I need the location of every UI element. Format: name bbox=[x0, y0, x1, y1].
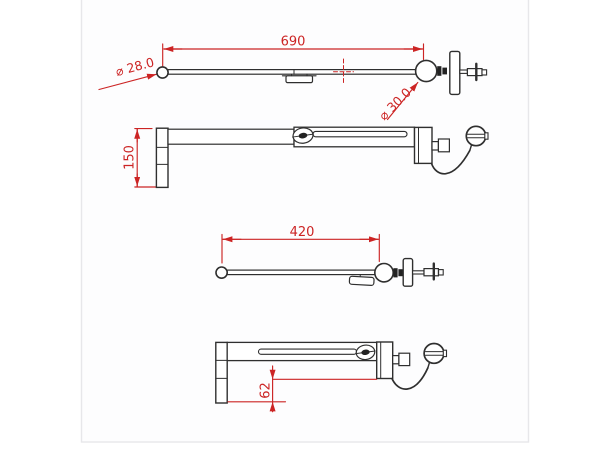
boom-rod bbox=[167, 68, 418, 75]
dimension-690 bbox=[162, 43, 425, 67]
pin-fitting bbox=[466, 62, 488, 82]
thread-stub bbox=[412, 270, 425, 275]
end-bracket bbox=[413, 126, 433, 165]
locking-knob bbox=[292, 127, 314, 144]
dimension-150 bbox=[134, 128, 157, 188]
leader-dia-30 bbox=[386, 81, 419, 121]
locking-knob bbox=[355, 344, 376, 361]
dimension-label-420: 420 bbox=[290, 225, 315, 240]
mic-clamp bbox=[281, 73, 317, 84]
adjustment-slot bbox=[312, 130, 408, 138]
inner-arm-tube bbox=[167, 128, 295, 145]
pull-ring bbox=[423, 342, 448, 369]
mic-clamp bbox=[348, 274, 375, 286]
pin-fitting bbox=[423, 262, 444, 281]
swivel-joint bbox=[373, 262, 394, 283]
dimension-label-690: 690 bbox=[281, 35, 306, 50]
boom-rod bbox=[226, 269, 377, 276]
dimension-420 bbox=[221, 233, 380, 264]
safety-cable bbox=[430, 149, 471, 175]
clamp-nut bbox=[398, 269, 403, 277]
adjustment-slot bbox=[257, 348, 358, 355]
side-thumbscrew bbox=[431, 138, 450, 153]
ball-end bbox=[156, 66, 169, 79]
leader-line bbox=[386, 81, 419, 121]
view-side-extended: 150 bbox=[123, 125, 489, 189]
view-top-short: 420 bbox=[215, 225, 444, 287]
view-side-short: 62 bbox=[215, 341, 448, 413]
mounting-plate bbox=[449, 50, 461, 96]
vertical-post bbox=[155, 127, 169, 189]
swivel-joint bbox=[414, 59, 438, 83]
leader-line bbox=[98, 73, 157, 91]
clamp-nut bbox=[442, 67, 447, 75]
safety-cable bbox=[391, 367, 429, 390]
centerline-marker bbox=[333, 58, 354, 86]
ball-end bbox=[215, 266, 228, 279]
clamp-nut bbox=[437, 66, 442, 76]
vertical-post bbox=[215, 341, 228, 404]
pull-ring bbox=[465, 125, 489, 152]
end-bracket bbox=[376, 341, 394, 380]
clamp-nut bbox=[393, 268, 398, 278]
dimension-62 bbox=[227, 365, 378, 413]
side-thumbscrew bbox=[392, 352, 411, 367]
dimension-label-62: 62 bbox=[259, 382, 274, 399]
mounting-plate bbox=[402, 257, 414, 287]
dimension-label-150: 150 bbox=[123, 145, 138, 170]
thread-stub bbox=[459, 69, 468, 74]
leader-dia-28 bbox=[98, 73, 157, 91]
